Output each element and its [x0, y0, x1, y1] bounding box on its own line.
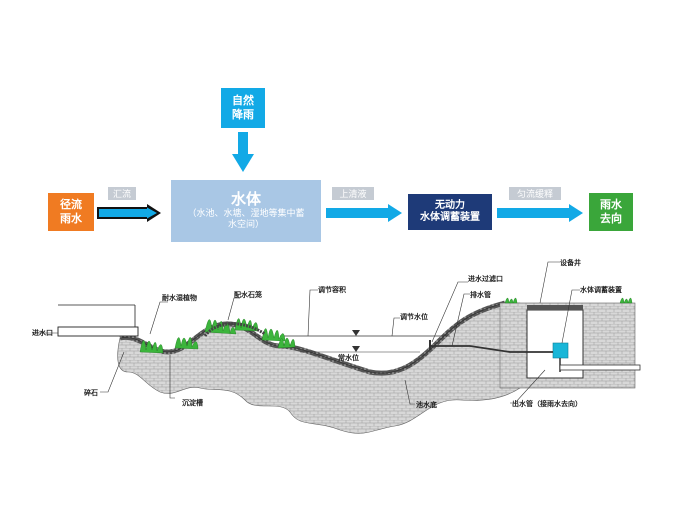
water-body-box: 水体 （水池、水塘、湿地等集中蓄 水空间） [171, 180, 321, 242]
device-box: 无动力 水体调蓄装置 [408, 194, 492, 230]
caption-normal-level: 常水位 [338, 353, 359, 362]
destination-box: 雨水 去向 [589, 193, 633, 231]
down-arrow-icon [232, 132, 254, 172]
caption-drain-pipe: 排水管 [470, 290, 491, 299]
caption-device: 水体调蓄装置 [580, 285, 622, 294]
caption-gravel: 碎石 [84, 388, 98, 397]
caption-sediment: 沉淀槽 [182, 398, 203, 407]
right-arrow-icon [326, 204, 402, 222]
storage-device [552, 342, 569, 359]
water-body-title: 水体 [230, 189, 261, 208]
caption-stones: 配水石笼 [234, 290, 262, 299]
caption-inlet: 进水口 [32, 328, 53, 337]
caption-plants: 耐水湿植物 [162, 293, 197, 302]
water-body-subtitle: （水池、水塘、湿地等集中蓄 水空间） [187, 208, 305, 231]
rain-box: 自然 降雨 [221, 88, 265, 128]
inlet-pipe [57, 326, 139, 337]
edge-label-clear: 上清液 [332, 187, 374, 200]
caption-storage: 调节容积 [318, 285, 346, 294]
edge-label-collect: 汇流 [108, 187, 136, 200]
black-arrow-icon [97, 204, 161, 222]
stone-cage [203, 322, 266, 337]
caption-bottom: 池水底 [416, 400, 437, 409]
caption-adjust-level: 调节水位 [400, 312, 428, 321]
caption-inflow-filter: 进水过滤口 [468, 274, 503, 283]
caption-outlet: 出水管（接雨水去向） [512, 399, 582, 408]
right-arrow-icon [497, 204, 583, 222]
leader-lines [32, 261, 580, 405]
drain-pipe [430, 345, 553, 353]
caption-equipment-well: 设备井 [560, 258, 581, 267]
runoff-box: 径流 雨水 [48, 193, 94, 231]
edge-label-release: 匀流缓释 [509, 187, 561, 200]
